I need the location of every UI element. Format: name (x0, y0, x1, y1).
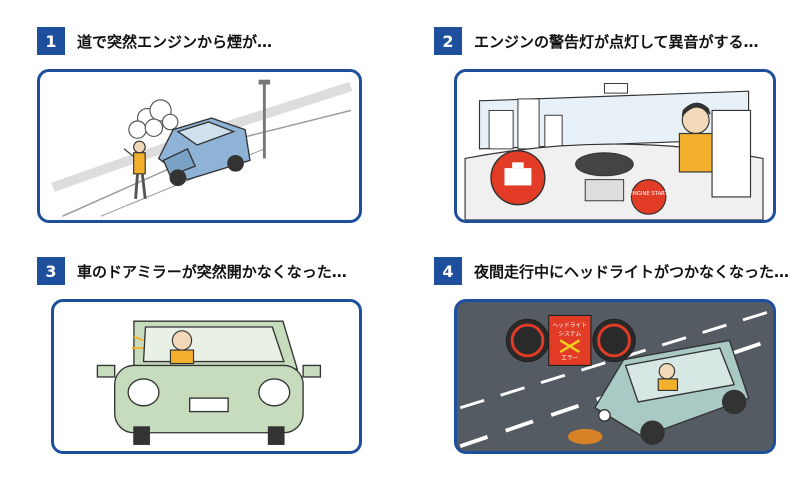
svg-text:エラー: エラー (561, 355, 578, 362)
surprise-lines (132, 335, 144, 350)
car-smoking-illustration (51, 79, 353, 217)
dashboard-illustration: ENGINE START (464, 83, 764, 220)
panel-title: 車のドアミラーが突然開かなくなった… (77, 262, 347, 281)
illustration-frame (37, 69, 362, 223)
panel-4: 4 夜間走行中にヘッドライトがつかなくなった… ヘッドライト システム エラー (434, 257, 789, 454)
driver (169, 330, 195, 365)
panel-title: 道で突然エンジンから煙が… (77, 32, 273, 51)
illustration-frame (51, 299, 362, 454)
engine-start-button: ENGINE START (630, 179, 669, 215)
panel-number: 1 (37, 27, 65, 55)
gauge-cluster (505, 314, 636, 367)
headlight-error-panel: ヘッドライト システム エラー (553, 322, 588, 362)
panel-3-header: 3 車のドアミラーが突然開かなくなった… (37, 257, 347, 285)
panel-2-header: 2 エンジンの警告灯が点灯して異音がする… (434, 27, 759, 55)
svg-text:ENGINE START: ENGINE START (630, 191, 669, 197)
panel-2: 2 エンジンの警告灯が点灯して異音がする… (434, 27, 776, 223)
panel-title: 夜間走行中にヘッドライトがつかなくなった… (474, 262, 790, 281)
panel-number: 3 (37, 257, 65, 285)
panel-title: エンジンの警告灯が点灯して異音がする… (474, 32, 759, 51)
car-front-illustration (96, 320, 322, 445)
driver (678, 102, 752, 198)
illustration-frame: ヘッドライト システム エラー (454, 299, 776, 454)
driver (657, 362, 679, 392)
blue-car (157, 117, 251, 187)
svg-text:システム: システム (558, 331, 581, 338)
panel-3: 3 車のドアミラーが突然開かなくなった… (37, 257, 362, 454)
panel-1-header: 1 道で突然エンジンから煙が… (37, 27, 272, 55)
engine-warning-icon (490, 150, 546, 206)
illustration-frame: ENGINE START (454, 69, 776, 223)
svg-text:ヘッドライト: ヘッドライト (553, 322, 588, 329)
person (123, 140, 147, 200)
panel-number: 4 (434, 257, 462, 285)
smoke-cloud (128, 99, 179, 139)
panel-4-header: 4 夜間走行中にヘッドライトがつかなくなった… (434, 257, 789, 285)
panel-1: 1 道で突然エンジンから煙が… (37, 27, 362, 223)
night-illustration: ヘッドライト システム エラー (459, 310, 771, 449)
panel-number: 2 (434, 27, 462, 55)
green-car (96, 320, 322, 445)
